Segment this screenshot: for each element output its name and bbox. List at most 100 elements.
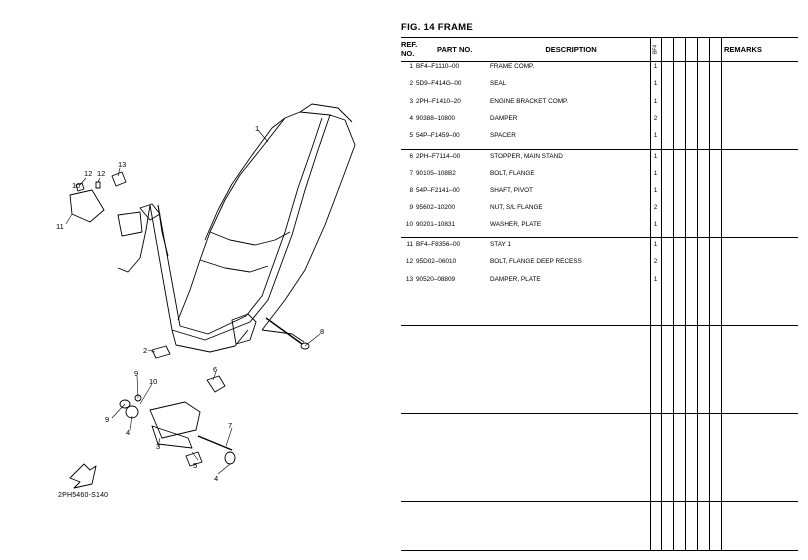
- table-rule: [401, 413, 798, 414]
- ref-no: 3: [409, 98, 413, 105]
- column-rule: [697, 37, 698, 551]
- table-row: 5 54P–F1459–00 SPACER 1: [401, 128, 798, 145]
- table-row: 4 90388–10800 DAMPER 2: [401, 111, 798, 128]
- quantity: 1: [653, 187, 658, 194]
- column-rule: [721, 37, 722, 551]
- table-row: 12 95D02–06010 BOLT, FLANGE DEEP RECESS …: [401, 254, 798, 271]
- quantity: 1: [653, 276, 658, 283]
- table-rule: [401, 37, 798, 38]
- quantity: 1: [653, 221, 658, 228]
- table-row: 1 BF4–F1110–00 FRAME COMP. 1: [401, 59, 798, 76]
- header-ref-no: REF. NO.: [401, 40, 418, 58]
- part-no: 90520–08809: [416, 276, 456, 283]
- description: DAMPER, PLATE: [490, 276, 541, 283]
- callout-label: 1: [255, 124, 260, 133]
- table-row: 10 90201–10831 WASHER, PLATE 1: [401, 217, 798, 234]
- callout-label: 13: [118, 160, 127, 169]
- ref-no: 6: [409, 153, 413, 160]
- description: STOPPER, MAIN STAND: [490, 153, 563, 160]
- description: ENGINE BRACKET COMP.: [490, 98, 569, 105]
- ref-no: 13: [405, 276, 413, 283]
- ref-no: 1: [409, 63, 413, 70]
- figure-title: FIG. 14 FRAME: [401, 22, 473, 33]
- ref-no: 11: [406, 241, 413, 248]
- callout-label: 10: [72, 181, 81, 190]
- callout-label: 4: [214, 474, 219, 483]
- header-description: DESCRIPTION: [545, 44, 597, 54]
- description: DAMPER: [490, 115, 518, 122]
- quantity: 1: [653, 241, 658, 248]
- callout-label: 8: [320, 327, 325, 336]
- diagram-code: 2PH5460-S140: [58, 492, 109, 499]
- quantity: 1: [653, 132, 658, 139]
- description: FRAME COMP.: [490, 63, 535, 70]
- ref-no: 5: [409, 132, 413, 139]
- table-rule: [401, 550, 798, 551]
- ref-no: 4: [409, 115, 413, 122]
- part-no: 54P–F1459–00: [416, 132, 460, 139]
- table-rule: [401, 501, 798, 502]
- table-row: 7 90105–108B2 BOLT, FLANGE 1: [401, 166, 798, 183]
- callout-label: 12: [97, 169, 106, 178]
- header-part-no: PART NO.: [437, 44, 473, 54]
- description: SHAFT, PIVOT: [490, 187, 533, 194]
- part-no: 5D9–F414G–00: [416, 80, 462, 87]
- quantity: 1: [653, 98, 658, 105]
- part-no: 2PH–F7114–00: [416, 153, 461, 160]
- table-row: 6 2PH–F7114–00 STOPPER, MAIN STAND 1: [401, 149, 798, 166]
- quantity: 2: [653, 115, 658, 122]
- description: STAY 1: [490, 241, 511, 248]
- ref-no: 7: [409, 170, 413, 177]
- quantity: 1: [653, 153, 658, 160]
- callout-label: 11: [56, 222, 64, 231]
- table-rule: [401, 237, 798, 238]
- ref-no: 12: [405, 258, 413, 265]
- description: BOLT, FLANGE: [490, 170, 535, 177]
- column-rule: [685, 37, 686, 551]
- callout-label: 2: [143, 346, 148, 355]
- column-rule: [650, 37, 651, 551]
- description: NUT, S/L FLANGE: [490, 204, 543, 211]
- ref-no: 2: [409, 80, 413, 87]
- quantity: 2: [653, 204, 658, 211]
- callout-label: 9: [105, 415, 110, 424]
- part-no: 90105–108B2: [416, 170, 456, 177]
- header-qty-model: BF4: [652, 44, 659, 54]
- callout-label: 9: [134, 369, 139, 378]
- table-rule: [401, 325, 798, 326]
- ref-no: 9: [409, 204, 413, 211]
- part-no: 90201–10831: [416, 221, 456, 228]
- part-no: BF4–F8356–00: [416, 241, 461, 248]
- part-no: 95D02–06010: [416, 258, 457, 265]
- column-rule: [709, 37, 710, 551]
- description: WASHER, PLATE: [490, 221, 542, 228]
- table-row: 2 5D9–F414G–00 SEAL 1: [401, 76, 798, 93]
- part-no: 54P–F2141–00: [416, 187, 460, 194]
- column-rule: [661, 37, 662, 551]
- quantity: 1: [653, 63, 658, 70]
- callout-label: 4: [126, 428, 131, 437]
- callout-label: 10: [149, 377, 158, 386]
- ref-no: 8: [409, 187, 413, 194]
- ref-no: 10: [405, 221, 413, 228]
- description: SEAL: [490, 80, 507, 87]
- table-rule: [401, 61, 798, 62]
- description: SPACER: [490, 132, 516, 139]
- table-row: 3 2PH–F1410–20 ENGINE BRACKET COMP. 1: [401, 94, 798, 111]
- table-row: 9 95602–10200 NUT, S/L FLANGE 2: [401, 200, 798, 217]
- parts-table: REF. NO. PART NO. DESCRIPTION BF4 REMARK…: [401, 37, 798, 551]
- callout-label: 7: [228, 421, 233, 430]
- frame-illustration: [65, 103, 356, 489]
- table-row: 8 54P–F2141–00 SHAFT, PIVOT 1: [401, 183, 798, 200]
- callout-label: 3: [156, 442, 161, 451]
- part-no: 2PH–F1410–20: [416, 98, 461, 105]
- callout-label: 5: [193, 461, 198, 470]
- callout-label: 12: [84, 169, 93, 178]
- table-row: 13 90520–08809 DAMPER, PLATE 1: [401, 272, 798, 289]
- part-no: BF4–F1110–00: [416, 63, 460, 70]
- column-rule: [673, 37, 674, 551]
- description: BOLT, FLANGE DEEP RECESS: [490, 258, 582, 265]
- exploded-diagram: 1 2 3 4 4 5 6 7 8 9 9 10 10 11 12 12 13 …: [0, 0, 398, 560]
- quantity: 1: [653, 80, 658, 87]
- quantity: 1: [653, 170, 658, 177]
